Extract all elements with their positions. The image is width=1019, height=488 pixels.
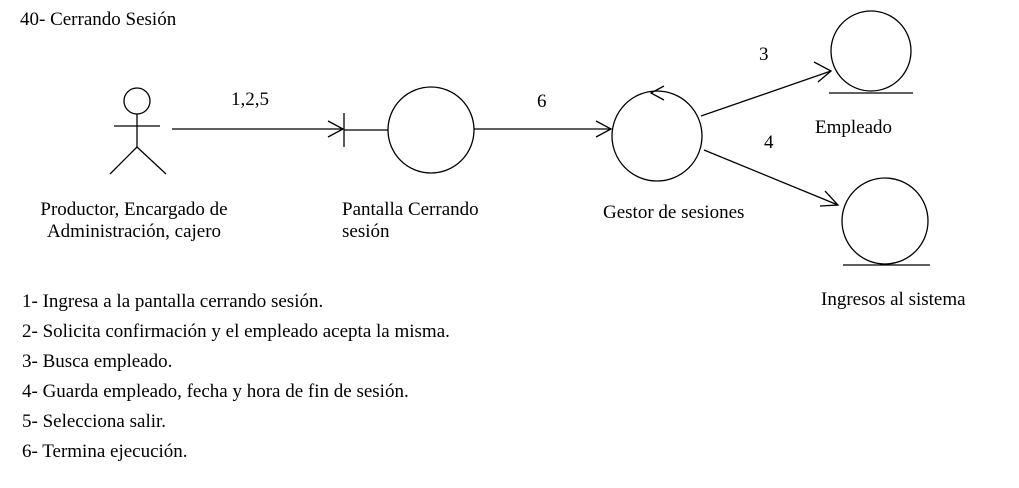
- diagram-title: 40- Cerrando Sesión: [20, 9, 177, 30]
- message-line-control-to-empleado: [700, 61, 833, 117]
- step-item: 6- Termina ejecución.: [22, 441, 188, 462]
- message-line-control-to-ingresos: [703, 149, 840, 207]
- message-label-6: 6: [537, 91, 547, 112]
- actor-label: Productor, Encargado de Administración, …: [3, 199, 265, 243]
- message-label-4: 4: [764, 132, 774, 153]
- boundary-label-line1: Pantalla Cerrando: [342, 199, 479, 220]
- boundary-object: [343, 86, 475, 174]
- entity-ingresos: [841, 177, 930, 266]
- actor-label-line1: Productor, Encargado de: [40, 199, 228, 220]
- steps-list: 1- Ingresa a la pantalla cerrando sesión…: [22, 287, 450, 467]
- entity-empleado: [829, 10, 913, 94]
- boundary-label-line2: sesión: [342, 221, 390, 242]
- control-object: [611, 85, 703, 182]
- actor-figure: [109, 87, 167, 175]
- actor-label-line2: Administración, cajero: [46, 221, 222, 242]
- control-label: Gestor de sesiones: [603, 202, 745, 223]
- message-line-actor-to-boundary: [172, 120, 345, 138]
- message-line-boundary-to-control: [474, 120, 613, 138]
- message-label-3: 3: [759, 44, 769, 65]
- step-item: 2- Solicita confirmación y el empleado a…: [22, 321, 450, 342]
- step-item: 1- Ingresa a la pantalla cerrando sesión…: [22, 291, 324, 312]
- entity-label-ingresos: Ingresos al sistema: [821, 289, 966, 310]
- message-label-1-2-5: 1,2,5: [231, 89, 269, 110]
- step-item: 5- Selecciona salir.: [22, 411, 167, 432]
- step-item: 4- Guarda empleado, fecha y hora de fin …: [22, 381, 409, 402]
- entity-label-empleado: Empleado: [815, 117, 893, 138]
- step-item: 3- Busca empleado.: [22, 351, 173, 372]
- boundary-label: Pantalla Cerrando sesión: [342, 199, 479, 243]
